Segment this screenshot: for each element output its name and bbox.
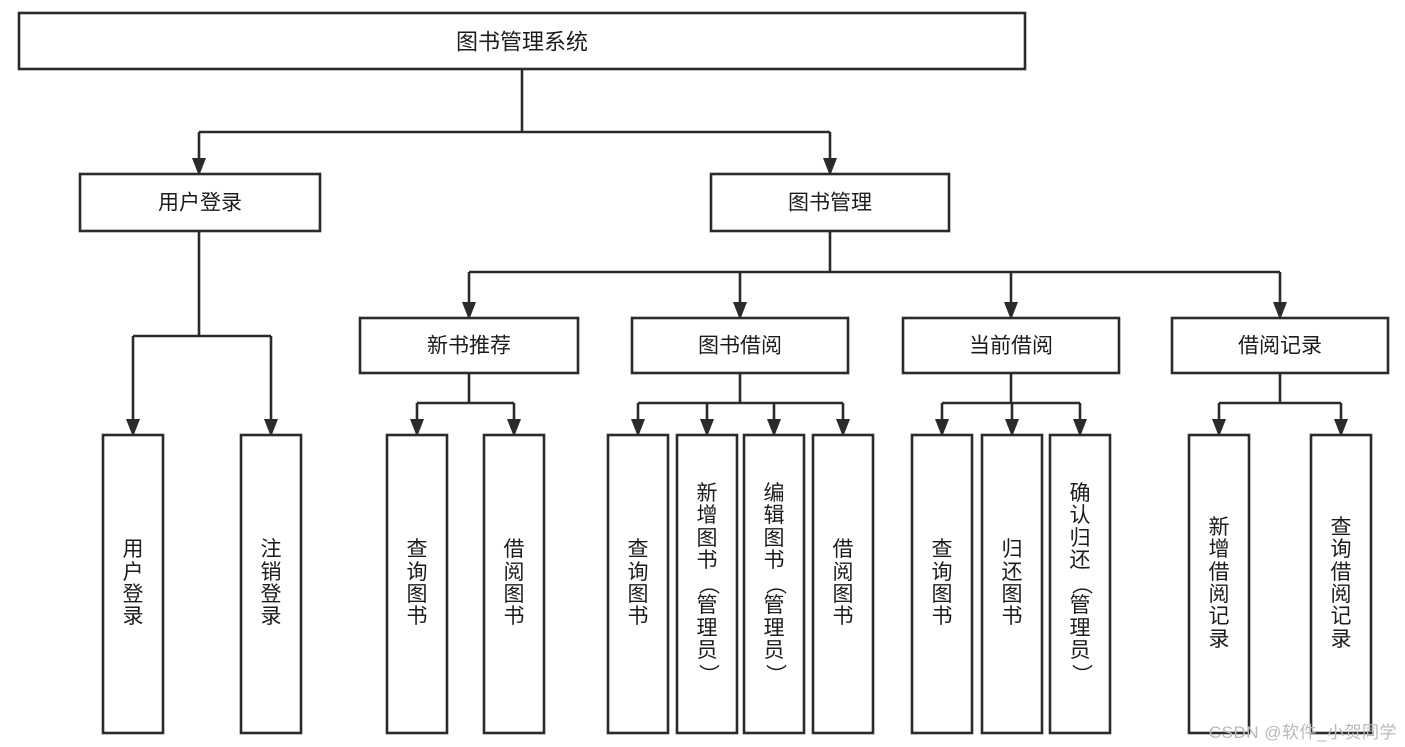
- arrowhead-nbr-c1: [507, 419, 521, 437]
- node-label-new-book-recommend: 新书推荐: [427, 335, 511, 358]
- node-box-new-book-recommend[interactable]: [358, 316, 580, 375]
- node-label-book-manage: 图书管理: [788, 192, 872, 215]
- arrowhead-cb-c1: [1005, 419, 1019, 437]
- node-layer: 图书管理系统 用户登录 图书管理 新书推荐 图书借阅 当前借阅 借阅记录: [17, 11, 1390, 735]
- node-box-user-login[interactable]: [78, 172, 322, 233]
- node-box-cb-confirm-return[interactable]: [1048, 433, 1112, 735]
- node-box-cb-return-book[interactable]: [980, 433, 1044, 735]
- arrowhead-nbr: [462, 302, 476, 320]
- node-box-current-borrow[interactable]: [901, 316, 1121, 375]
- arrowhead-bb-c3: [836, 419, 850, 437]
- arrowhead-layer: [126, 158, 1348, 437]
- node-box-br-query-record[interactable]: [1309, 433, 1373, 735]
- node-box-book-manage[interactable]: [709, 172, 951, 233]
- node-label-root: 图书管理系统: [456, 30, 588, 55]
- node-label-user-login: 用户登录: [158, 192, 242, 215]
- arrowhead-book-manage: [823, 158, 837, 176]
- node-box-bb-edit-book[interactable]: [742, 433, 806, 735]
- node-box-cb-query-book[interactable]: [910, 433, 974, 735]
- node-label-book-borrow: 图书借阅: [698, 335, 782, 358]
- arrowhead-bb-c0: [631, 419, 645, 437]
- arrowhead-br: [1273, 302, 1287, 320]
- arrowhead-bb: [733, 302, 747, 320]
- arrowhead-br-c1: [1334, 419, 1348, 437]
- node-box-borrow-record[interactable]: [1170, 316, 1390, 375]
- arrowhead-nbr-c0: [410, 419, 424, 437]
- arrowhead-bb-c2: [767, 419, 781, 437]
- node-label-current-borrow: 当前借阅: [969, 335, 1053, 358]
- arrowhead-cb-c0: [935, 419, 949, 437]
- arrowhead-user-login: [192, 158, 206, 176]
- node-box-nbr-query-book[interactable]: [385, 433, 449, 735]
- arrowhead-br-c0: [1212, 419, 1226, 437]
- node-box-book-borrow[interactable]: [630, 316, 850, 375]
- node-box-root[interactable]: [17, 11, 1027, 71]
- connector-layer: [131, 69, 1343, 421]
- arrowhead-leaf-user-logout: [264, 419, 278, 437]
- arrowhead-leaf-user-login: [126, 419, 140, 437]
- node-box-bb-add-book[interactable]: [675, 433, 739, 735]
- node-box-nbr-borrow-book[interactable]: [482, 433, 546, 735]
- node-box-br-add-record[interactable]: [1187, 433, 1251, 735]
- node-box-bb-borrow-book[interactable]: [811, 433, 875, 735]
- arrowhead-cb: [1004, 302, 1018, 320]
- arrowhead-cb-c2: [1073, 419, 1087, 437]
- arrowhead-bb-c1: [700, 419, 714, 437]
- node-label-borrow-record: 借阅记录: [1238, 335, 1322, 358]
- node-box-leaf-user-login[interactable]: [101, 433, 165, 735]
- node-box-leaf-user-logout[interactable]: [239, 433, 303, 735]
- node-box-bb-query-book[interactable]: [606, 433, 670, 735]
